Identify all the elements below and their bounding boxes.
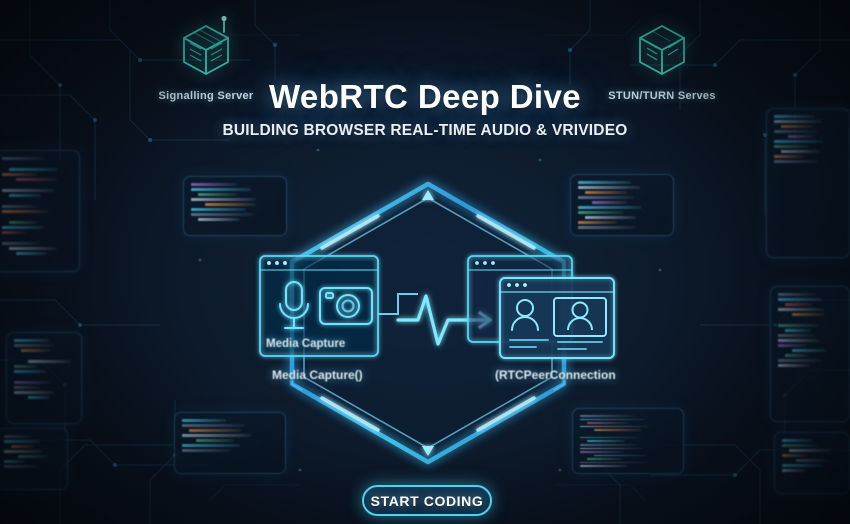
- media-capture-window-svg: [259, 255, 418, 357]
- peer-connection-window-svg: [467, 255, 615, 359]
- media-capture-inner-label: Media Capture: [266, 338, 346, 350]
- camera-icon: [319, 287, 373, 325]
- window-dots-icon: [507, 283, 527, 287]
- peer-connection-panel: [462, 252, 622, 364]
- media-capture-caption: Media Capture(): [272, 368, 363, 382]
- start-coding-label: START CODING: [370, 492, 484, 509]
- start-coding-button[interactable]: START CODING: [362, 485, 492, 516]
- person-icon: [511, 299, 539, 331]
- title-block: WebRTC Deep Dive BUILDING BROWSER REAL-T…: [0, 78, 850, 140]
- window-dots-icon: [267, 261, 287, 265]
- media-capture-panel: Media Capture: [258, 254, 436, 362]
- microphone-icon: [279, 281, 309, 329]
- video-person-icon: [553, 297, 607, 337]
- window-dots-icon: [475, 261, 495, 265]
- peer-connection-caption: (RTCPeerConnection: [495, 368, 616, 382]
- page-subtitle: BUILDING BROWSER REAL-TIME AUDIO & VRIVI…: [222, 122, 628, 139]
- page-title: WebRTC Deep Dive: [268, 78, 582, 115]
